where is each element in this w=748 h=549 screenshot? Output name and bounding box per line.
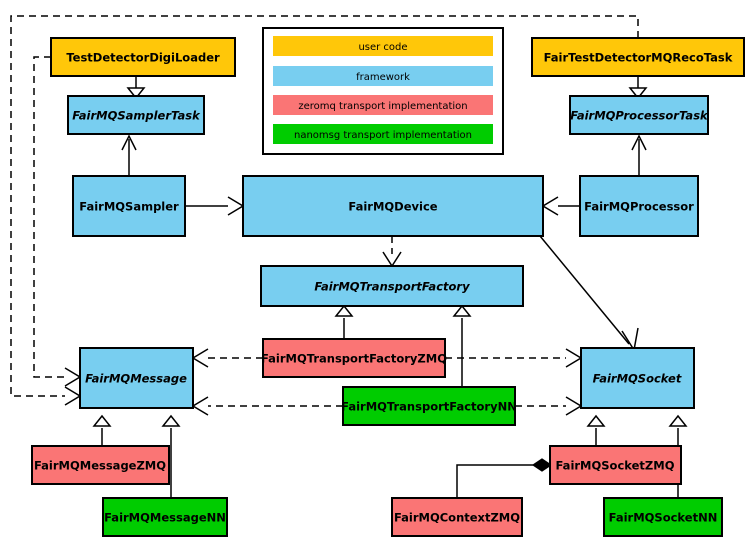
node-box[interactable] bbox=[569, 95, 709, 135]
node-label-fairmqsocketnn: FairMQSocketNN bbox=[609, 511, 718, 525]
edge-messagezmq-message bbox=[92, 414, 112, 446]
edge-contextzmq-socketzmq bbox=[456, 458, 553, 498]
node-box[interactable] bbox=[579, 175, 699, 237]
node-label-fairmqprocessortask: FairMQProcessorTask bbox=[570, 109, 709, 123]
node-fairmqtransportfactoryzmq[interactable]: FairMQTransportFactoryZMQ bbox=[261, 338, 447, 378]
legend-item-nanomsg: nanomsg transport implementation bbox=[273, 124, 493, 144]
legend-swatch-nanomsg bbox=[273, 124, 493, 144]
legend-label-framework: framework bbox=[356, 72, 410, 83]
node-fairmqmessagenn[interactable]: FairMQMessageNN bbox=[102, 497, 228, 537]
edge-factoryzmq-message bbox=[191, 348, 263, 368]
edge-recotask-processortask bbox=[628, 76, 648, 100]
node-label-fairmqprocessor: FairMQProcessor bbox=[584, 200, 694, 214]
node-box[interactable] bbox=[260, 265, 524, 307]
legend-swatch-user-code bbox=[273, 36, 493, 56]
node-fairmqsocketnn[interactable]: FairMQSocketNN bbox=[603, 497, 723, 537]
node-label-testdetectordigiloader: TestDetectorDigiLoader bbox=[66, 51, 220, 65]
node-testdetectordigiloader[interactable]: TestDetectorDigiLoader bbox=[50, 37, 236, 77]
node-box[interactable] bbox=[549, 445, 682, 485]
legend-item-framework: framework bbox=[273, 66, 493, 86]
edge-factoryzmq-socket bbox=[445, 348, 583, 368]
node-fairtestdetectormqrecotask[interactable]: FairTestDetectorMQRecoTask bbox=[531, 37, 745, 77]
node-fairmqsamplertask[interactable]: FairMQSamplerTask bbox=[67, 95, 205, 135]
edge-device-transportfactory bbox=[382, 236, 402, 268]
node-label-fairmqmessagenn: FairMQMessageNN bbox=[104, 511, 226, 525]
node-box[interactable] bbox=[79, 347, 194, 409]
node-label-fairmqtransportfactoryzmq: FairMQTransportFactoryZMQ bbox=[261, 352, 447, 366]
node-box[interactable] bbox=[603, 497, 723, 537]
edge-layer bbox=[10, 15, 688, 498]
node-fairmqmessagezmq[interactable]: FairMQMessageZMQ bbox=[31, 445, 170, 485]
node-label-fairmqtransportfactorynn: FairMQTransportFactoryNN bbox=[341, 400, 517, 414]
edge-sampler-samplertask bbox=[121, 134, 137, 176]
node-fairmqcontextzmq[interactable]: FairMQContextZMQ bbox=[391, 497, 523, 537]
node-label-fairmqdevice: FairMQDevice bbox=[348, 200, 437, 214]
legend-swatch-framework bbox=[273, 66, 493, 86]
node-label-fairmqmessagezmq: FairMQMessageZMQ bbox=[34, 459, 166, 473]
node-label-fairmqsampler: FairMQSampler bbox=[79, 200, 179, 214]
edge-device-socket bbox=[539, 235, 639, 353]
node-box[interactable] bbox=[342, 386, 516, 426]
edge-sampler-device bbox=[185, 196, 245, 216]
node-fairmqtransportfactory[interactable]: FairMQTransportFactory bbox=[260, 265, 524, 307]
node-box[interactable] bbox=[531, 37, 745, 77]
node-box[interactable] bbox=[67, 95, 205, 135]
node-label-fairmqmessage: FairMQMessage bbox=[85, 372, 187, 386]
legend-label-nanomsg: nanomsg transport implementation bbox=[294, 130, 472, 141]
edge-messagenn-message bbox=[161, 414, 181, 498]
node-box[interactable] bbox=[242, 175, 544, 237]
node-fairmqsocketzmq[interactable]: FairMQSocketZMQ bbox=[549, 445, 682, 485]
node-layer: TestDetectorDigiLoader FairTestDetectorM… bbox=[31, 37, 745, 537]
node-box[interactable] bbox=[580, 347, 695, 409]
node-box[interactable] bbox=[31, 445, 170, 485]
node-label-fairmqsocketzmq: FairMQSocketZMQ bbox=[556, 459, 675, 473]
edge-factorynn-factory bbox=[452, 304, 472, 387]
edge-socketzmq-socket bbox=[586, 414, 606, 446]
node-box[interactable] bbox=[262, 338, 446, 378]
edge-factorynn-socket bbox=[515, 396, 583, 416]
legend-swatch-zeromq bbox=[273, 95, 493, 115]
legend-label-user-code: user code bbox=[358, 42, 407, 53]
node-fairmqprocessor[interactable]: FairMQProcessor bbox=[579, 175, 699, 237]
node-fairmqsampler[interactable]: FairMQSampler bbox=[72, 175, 186, 237]
node-label-fairmqsocket: FairMQSocket bbox=[593, 372, 682, 386]
edge-processor-device bbox=[541, 196, 580, 216]
edge-factoryzmq-factory bbox=[334, 304, 354, 339]
legend-item-user-code: user code bbox=[273, 36, 493, 56]
node-fairmqdevice[interactable]: FairMQDevice bbox=[242, 175, 544, 237]
node-label-fairmqsamplertask: FairMQSamplerTask bbox=[72, 109, 201, 123]
node-box[interactable] bbox=[102, 497, 228, 537]
node-label-fairmqcontextzmq: FairMQContextZMQ bbox=[394, 511, 520, 525]
node-fairmqtransportfactorynn[interactable]: FairMQTransportFactoryNN bbox=[341, 386, 517, 426]
legend-label-zeromq: zeromq transport implementation bbox=[298, 101, 467, 112]
edge-digiloader-samplertask bbox=[126, 76, 146, 100]
legend-item-zeromq: zeromq transport implementation bbox=[273, 95, 493, 115]
node-box[interactable] bbox=[72, 175, 186, 237]
edge-processor-processortask bbox=[631, 134, 647, 176]
node-box[interactable] bbox=[391, 497, 523, 537]
node-box[interactable] bbox=[50, 37, 236, 77]
node-fairmqsocket[interactable]: FairMQSocket bbox=[580, 347, 695, 409]
edge-factorynn-message bbox=[191, 396, 343, 416]
node-fairmqmessage[interactable]: FairMQMessage bbox=[79, 347, 194, 409]
node-label-fairmqtransportfactory: FairMQTransportFactory bbox=[314, 280, 470, 294]
color-legend: user code framework zeromq transport imp… bbox=[262, 27, 504, 155]
node-fairmqprocessortask[interactable]: FairMQProcessorTask bbox=[569, 95, 709, 135]
node-label-fairtestdetectormqrecotask: FairTestDetectorMQRecoTask bbox=[544, 51, 733, 65]
